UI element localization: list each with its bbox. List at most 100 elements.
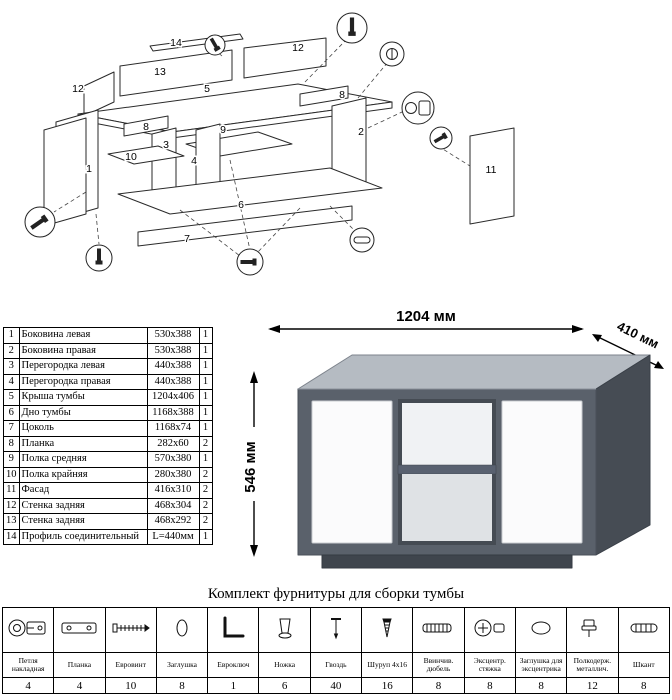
part-size: 468x292 bbox=[146, 513, 200, 530]
hardware-section: Комплект фурнитуры для сборки тумбы bbox=[0, 586, 672, 694]
door-left bbox=[43, 117, 87, 227]
hardware-qty: 4 bbox=[1, 677, 55, 694]
part-qty: 1 bbox=[198, 327, 213, 344]
part-name: Перегородка правая bbox=[18, 373, 148, 390]
leg-icon bbox=[278, 618, 292, 638]
part-name: Полка крайняя bbox=[18, 466, 148, 483]
part-qty: 1 bbox=[198, 342, 213, 359]
arrowhead-left bbox=[268, 325, 280, 333]
part-num: 8 bbox=[3, 435, 20, 452]
part-num: 2 bbox=[3, 342, 20, 359]
cam-cap-icon bbox=[531, 621, 551, 634]
part-size: 1168x74 bbox=[146, 420, 200, 437]
shelf-side bbox=[107, 145, 185, 165]
confirmat-screw-icon bbox=[240, 258, 257, 266]
part-number-labels: 14 13 12 5 12 8 8 9 3 2 10 1 4 6 7 11 bbox=[71, 36, 498, 247]
hardware-name: Планка bbox=[53, 652, 106, 678]
hardware-icon-cell bbox=[617, 607, 671, 653]
part-num: 10 bbox=[3, 466, 20, 483]
screw-dowel-icon bbox=[422, 623, 452, 632]
hardware-name: Ввинчив. дюбель bbox=[412, 652, 465, 678]
dowel-icon bbox=[630, 623, 658, 632]
part-size: 530x388 bbox=[146, 342, 200, 359]
part-qty: 1 bbox=[198, 404, 213, 421]
callout-circle bbox=[401, 91, 435, 125]
part-size: 570x380 bbox=[146, 451, 200, 468]
part-qty: 1 bbox=[198, 528, 213, 545]
depth-label: 410 мм bbox=[615, 318, 662, 351]
part-size: L=440мм bbox=[146, 528, 200, 545]
hinge-icon bbox=[8, 619, 46, 636]
door-left bbox=[311, 400, 393, 544]
part-qty: 2 bbox=[198, 513, 213, 530]
part-size: 468x304 bbox=[146, 497, 200, 514]
part-label: 6 bbox=[238, 199, 244, 211]
hardware-icons-row bbox=[1, 607, 671, 653]
hardware-qty: 12 bbox=[566, 677, 619, 694]
part-qty: 2 bbox=[198, 435, 213, 452]
part-qty: 1 bbox=[198, 373, 213, 390]
leader-lines bbox=[53, 39, 471, 257]
part-name: Боковина правая bbox=[18, 342, 148, 359]
arrowhead-bottom bbox=[250, 545, 258, 557]
part-label: 9 bbox=[220, 124, 226, 136]
part-size: 280x380 bbox=[146, 466, 200, 483]
niche-back-bottom bbox=[402, 474, 492, 541]
nail-icon bbox=[330, 617, 341, 639]
exploded-diagram-svg: 14 13 12 5 12 8 8 9 3 2 10 1 4 6 7 11 bbox=[24, 12, 515, 276]
part-name: Дно тумбы bbox=[18, 404, 148, 421]
arrowhead-up bbox=[592, 334, 602, 342]
hex-key-icon bbox=[223, 616, 245, 637]
hardware-icon-cell bbox=[412, 607, 465, 653]
part-label: 2 bbox=[358, 126, 364, 138]
part-size: 440x388 bbox=[146, 373, 200, 390]
connecting-profile bbox=[149, 33, 244, 52]
part-size: 1204x406 bbox=[146, 389, 200, 406]
hardware-name: Петля накладная bbox=[1, 652, 55, 678]
hardware-names-row: Петля накладная Планка Евровинт Заглушка… bbox=[1, 652, 671, 678]
exploded-diagram: 14 13 12 5 12 8 8 9 3 2 10 1 4 6 7 11 bbox=[0, 0, 672, 305]
part-size: 1168x388 bbox=[146, 404, 200, 421]
hardware-qty: 40 bbox=[309, 677, 363, 694]
panel-back-left bbox=[83, 71, 115, 117]
part-label: 12 bbox=[72, 83, 84, 95]
hardware-name: Заглушка bbox=[155, 652, 209, 678]
hardware-qty: 8 bbox=[617, 677, 671, 694]
part-size: 282x60 bbox=[146, 435, 200, 452]
part-label: 7 bbox=[184, 233, 190, 245]
hardware-name: Ножка bbox=[258, 652, 311, 678]
part-label: 14 bbox=[170, 37, 182, 49]
part-label: 1 bbox=[86, 163, 92, 175]
part-size: 530x388 bbox=[146, 327, 200, 344]
screw-icon bbox=[348, 17, 356, 36]
hardware-qty: 8 bbox=[412, 677, 465, 694]
part-size: 416x310 bbox=[146, 482, 200, 499]
screw-icon bbox=[209, 37, 221, 52]
cabinet-render-svg: 1204 мм 410 мм 546 мм bbox=[242, 308, 664, 569]
part-label: 5 bbox=[204, 83, 210, 95]
cam-lock-icon bbox=[386, 48, 398, 60]
hardware-name: Шкант bbox=[617, 652, 671, 678]
plank-left bbox=[123, 115, 169, 137]
hardware-icon-cell bbox=[566, 607, 619, 653]
hardware-icon-cell bbox=[361, 607, 414, 653]
facade-right bbox=[469, 127, 515, 225]
part-qty: 1 bbox=[198, 358, 213, 375]
part-qty: 1 bbox=[198, 451, 213, 468]
hardware-icon-cell bbox=[258, 607, 311, 653]
part-qty: 2 bbox=[198, 466, 213, 483]
hardware-icon-cell bbox=[207, 607, 260, 653]
hardware-kit-title: Комплект фурнитуры для сборки тумбы bbox=[207, 586, 465, 602]
part-qty: 2 bbox=[198, 497, 213, 514]
cabinet-body bbox=[297, 354, 651, 569]
part-label: 8 bbox=[339, 89, 345, 101]
part-name: Цоколь bbox=[18, 420, 148, 437]
height-dimension: 546 мм bbox=[242, 371, 259, 557]
